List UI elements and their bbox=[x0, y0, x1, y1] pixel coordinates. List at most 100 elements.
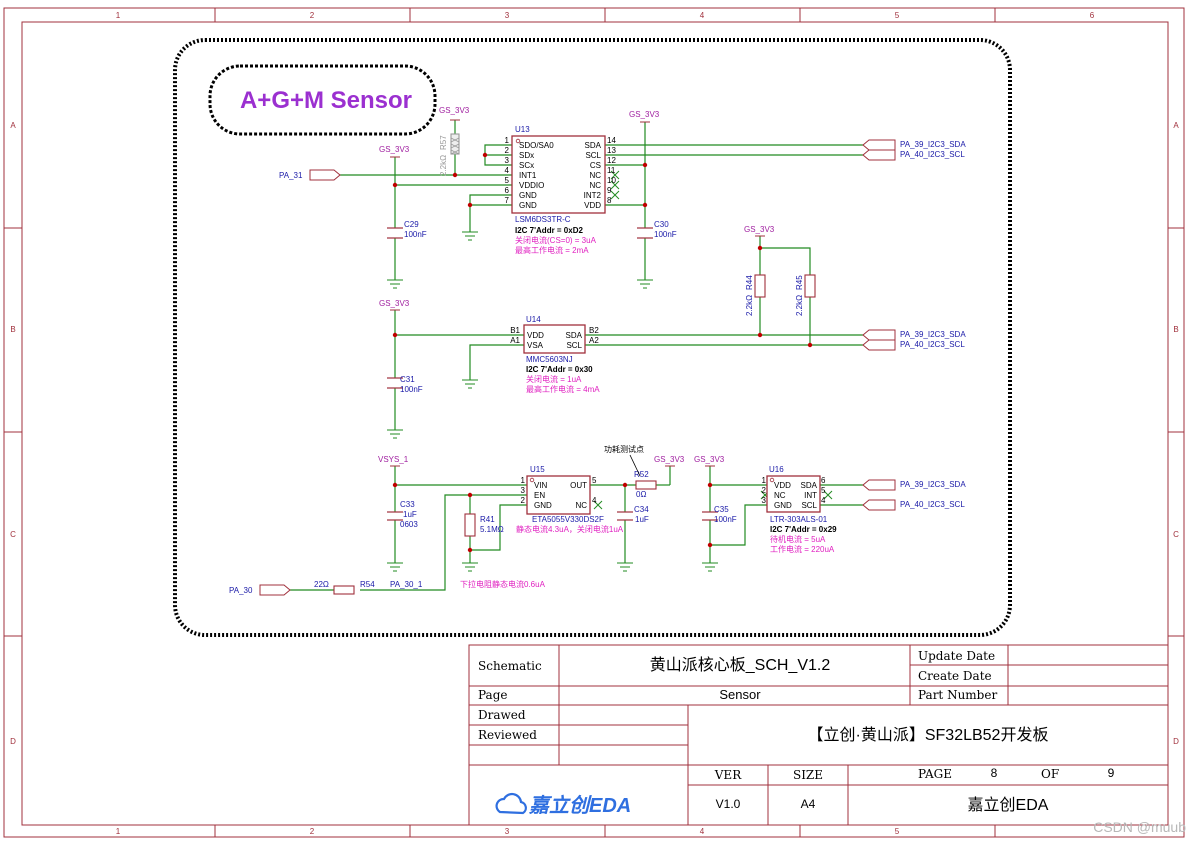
ic-u13 bbox=[511, 135, 606, 214]
tb-size-value: A4 bbox=[801, 797, 816, 811]
frame-column-labels: 1 2 3 4 5 6 1 2 3 4 5 A B C D A B C D bbox=[10, 11, 1179, 836]
junction bbox=[392, 332, 398, 338]
u13-ref: U13 bbox=[515, 125, 530, 134]
r41-ref: R41 bbox=[480, 515, 495, 524]
svg-text:SCL: SCL bbox=[801, 501, 817, 510]
u16-addr: I2C 7'Addr = 0x29 bbox=[770, 525, 837, 534]
c30-value: 100nF bbox=[654, 230, 677, 239]
net-sda: PA_39_I2C3_SDA bbox=[900, 330, 966, 339]
svg-text:GND: GND bbox=[774, 501, 792, 510]
junction bbox=[482, 152, 488, 158]
title-block-text: Schematic 黄山派核心板_SCH_V1.2 Page Sensor Dr… bbox=[478, 649, 1115, 814]
svg-text:3: 3 bbox=[762, 496, 767, 505]
resistor-r41 bbox=[464, 513, 476, 537]
ic-u16 bbox=[766, 475, 821, 513]
net-sda: PA_39_I2C3_SDA bbox=[900, 480, 966, 489]
r52-value: 0Ω bbox=[636, 490, 646, 499]
u14-pin-text: VDD VSA B1 A1 SDA SCL B2 A2 bbox=[510, 326, 599, 350]
ic-u14 bbox=[523, 324, 586, 354]
c29-value: 100nF bbox=[404, 230, 427, 239]
u13-pin-text: SDO/SA0 SDx SCx INT1 VDDIO GND GND 1 2 3… bbox=[505, 136, 617, 210]
port-scl-2 bbox=[862, 339, 896, 351]
capacitor-c29 bbox=[387, 227, 403, 239]
capacitor-c34 bbox=[617, 511, 633, 521]
junction bbox=[757, 332, 763, 338]
svg-text:2: 2 bbox=[521, 496, 526, 505]
u15-ref: U15 bbox=[530, 465, 545, 474]
r41-value: 5.1MΩ bbox=[480, 525, 504, 534]
r52-ref: R52 bbox=[634, 470, 649, 479]
svg-text:3: 3 bbox=[521, 486, 526, 495]
svg-text:1: 1 bbox=[762, 476, 767, 485]
svg-text:VDDIO: VDDIO bbox=[519, 181, 544, 190]
svg-text:B1: B1 bbox=[510, 326, 520, 335]
resistor-r54 bbox=[333, 585, 355, 595]
port-pa30 bbox=[259, 584, 291, 596]
drawing-frame bbox=[3, 7, 1185, 838]
power-label: GS_3V3 bbox=[744, 225, 775, 234]
c34-ref: C34 bbox=[634, 505, 649, 514]
u14-part: MMC5603NJ bbox=[526, 355, 573, 364]
designators: U13 LSM6DS3TR-C C29 100nF C30 100nF U14 … bbox=[314, 125, 828, 589]
resistor-r45 bbox=[804, 274, 816, 298]
svg-text:A2: A2 bbox=[589, 336, 599, 345]
c33-pkg: 0603 bbox=[400, 520, 418, 529]
net-pa30-1: PA_30_1 bbox=[390, 580, 423, 589]
net-scl: PA_40_I2C3_SCL bbox=[900, 150, 965, 159]
logo-text: 嘉立创EDA bbox=[528, 794, 631, 817]
power-label: GS_3V3 bbox=[439, 106, 470, 115]
title-block bbox=[468, 644, 1169, 826]
net-pa31: PA_31 bbox=[279, 171, 303, 180]
svg-text:1: 1 bbox=[521, 476, 526, 485]
svg-text:NC: NC bbox=[774, 491, 786, 500]
c29-ref: C29 bbox=[404, 220, 419, 229]
c35-ref: C35 bbox=[714, 505, 729, 514]
junction bbox=[622, 482, 628, 488]
tb-create-date-label: Create Date bbox=[918, 669, 992, 683]
svg-text:A1: A1 bbox=[510, 336, 520, 345]
col-label: 4 bbox=[700, 827, 705, 836]
ground-icon bbox=[462, 231, 478, 241]
r57-hatch bbox=[450, 137, 460, 155]
ground-icon bbox=[387, 562, 403, 572]
junction bbox=[392, 482, 398, 488]
r45-value: 2.2kΩ bbox=[795, 295, 804, 316]
test-point-leader bbox=[629, 454, 641, 477]
svg-text:6: 6 bbox=[821, 476, 826, 485]
svg-text:INT: INT bbox=[804, 491, 817, 500]
svg-text:SCx: SCx bbox=[519, 161, 534, 170]
u14-note2: 最高工作电流 = 4mA bbox=[526, 384, 600, 394]
ground-icon bbox=[702, 562, 718, 572]
ic-u15 bbox=[526, 475, 591, 515]
svg-text:VSA: VSA bbox=[527, 341, 544, 350]
svg-text:14: 14 bbox=[607, 136, 616, 145]
r44-value: 2.2kΩ bbox=[745, 295, 754, 316]
svg-text:4: 4 bbox=[592, 496, 597, 505]
r57-value: 2.2kΩ bbox=[439, 155, 448, 176]
col-label: 3 bbox=[505, 827, 510, 836]
tb-part-number-label: Part Number bbox=[918, 688, 997, 702]
c33-value: 1uF bbox=[403, 510, 417, 519]
svg-text:B2: B2 bbox=[589, 326, 599, 335]
svg-text:2: 2 bbox=[762, 486, 767, 495]
svg-text:NC: NC bbox=[589, 181, 601, 190]
junction bbox=[642, 162, 648, 168]
row-label: D bbox=[1173, 737, 1179, 746]
svg-text:NC: NC bbox=[575, 501, 587, 510]
svg-text:12: 12 bbox=[607, 156, 616, 165]
net-sda: PA_39_I2C3_SDA bbox=[900, 140, 966, 149]
power-label: GS_3V3 bbox=[694, 455, 725, 464]
net-pa30: PA_30 bbox=[229, 586, 253, 595]
ground-symbols bbox=[387, 231, 718, 572]
tb-board-name: 【立创·黄山派】SF32LB52开发板 bbox=[808, 726, 1049, 744]
tb-page-value: Sensor bbox=[719, 687, 761, 702]
power-label: VSYS_1 bbox=[378, 455, 409, 464]
annotations: I2C 7'Addr = 0xD2 关闭电流(CS=0) = 3uA 最高工作电… bbox=[460, 226, 837, 589]
svg-text:VDD: VDD bbox=[584, 201, 601, 210]
u14-ref: U14 bbox=[526, 315, 541, 324]
row-label: D bbox=[10, 737, 16, 746]
junction bbox=[642, 202, 648, 208]
svg-text:SDx: SDx bbox=[519, 151, 534, 160]
svg-text:GND: GND bbox=[534, 501, 552, 510]
svg-text:SCL: SCL bbox=[585, 151, 601, 160]
